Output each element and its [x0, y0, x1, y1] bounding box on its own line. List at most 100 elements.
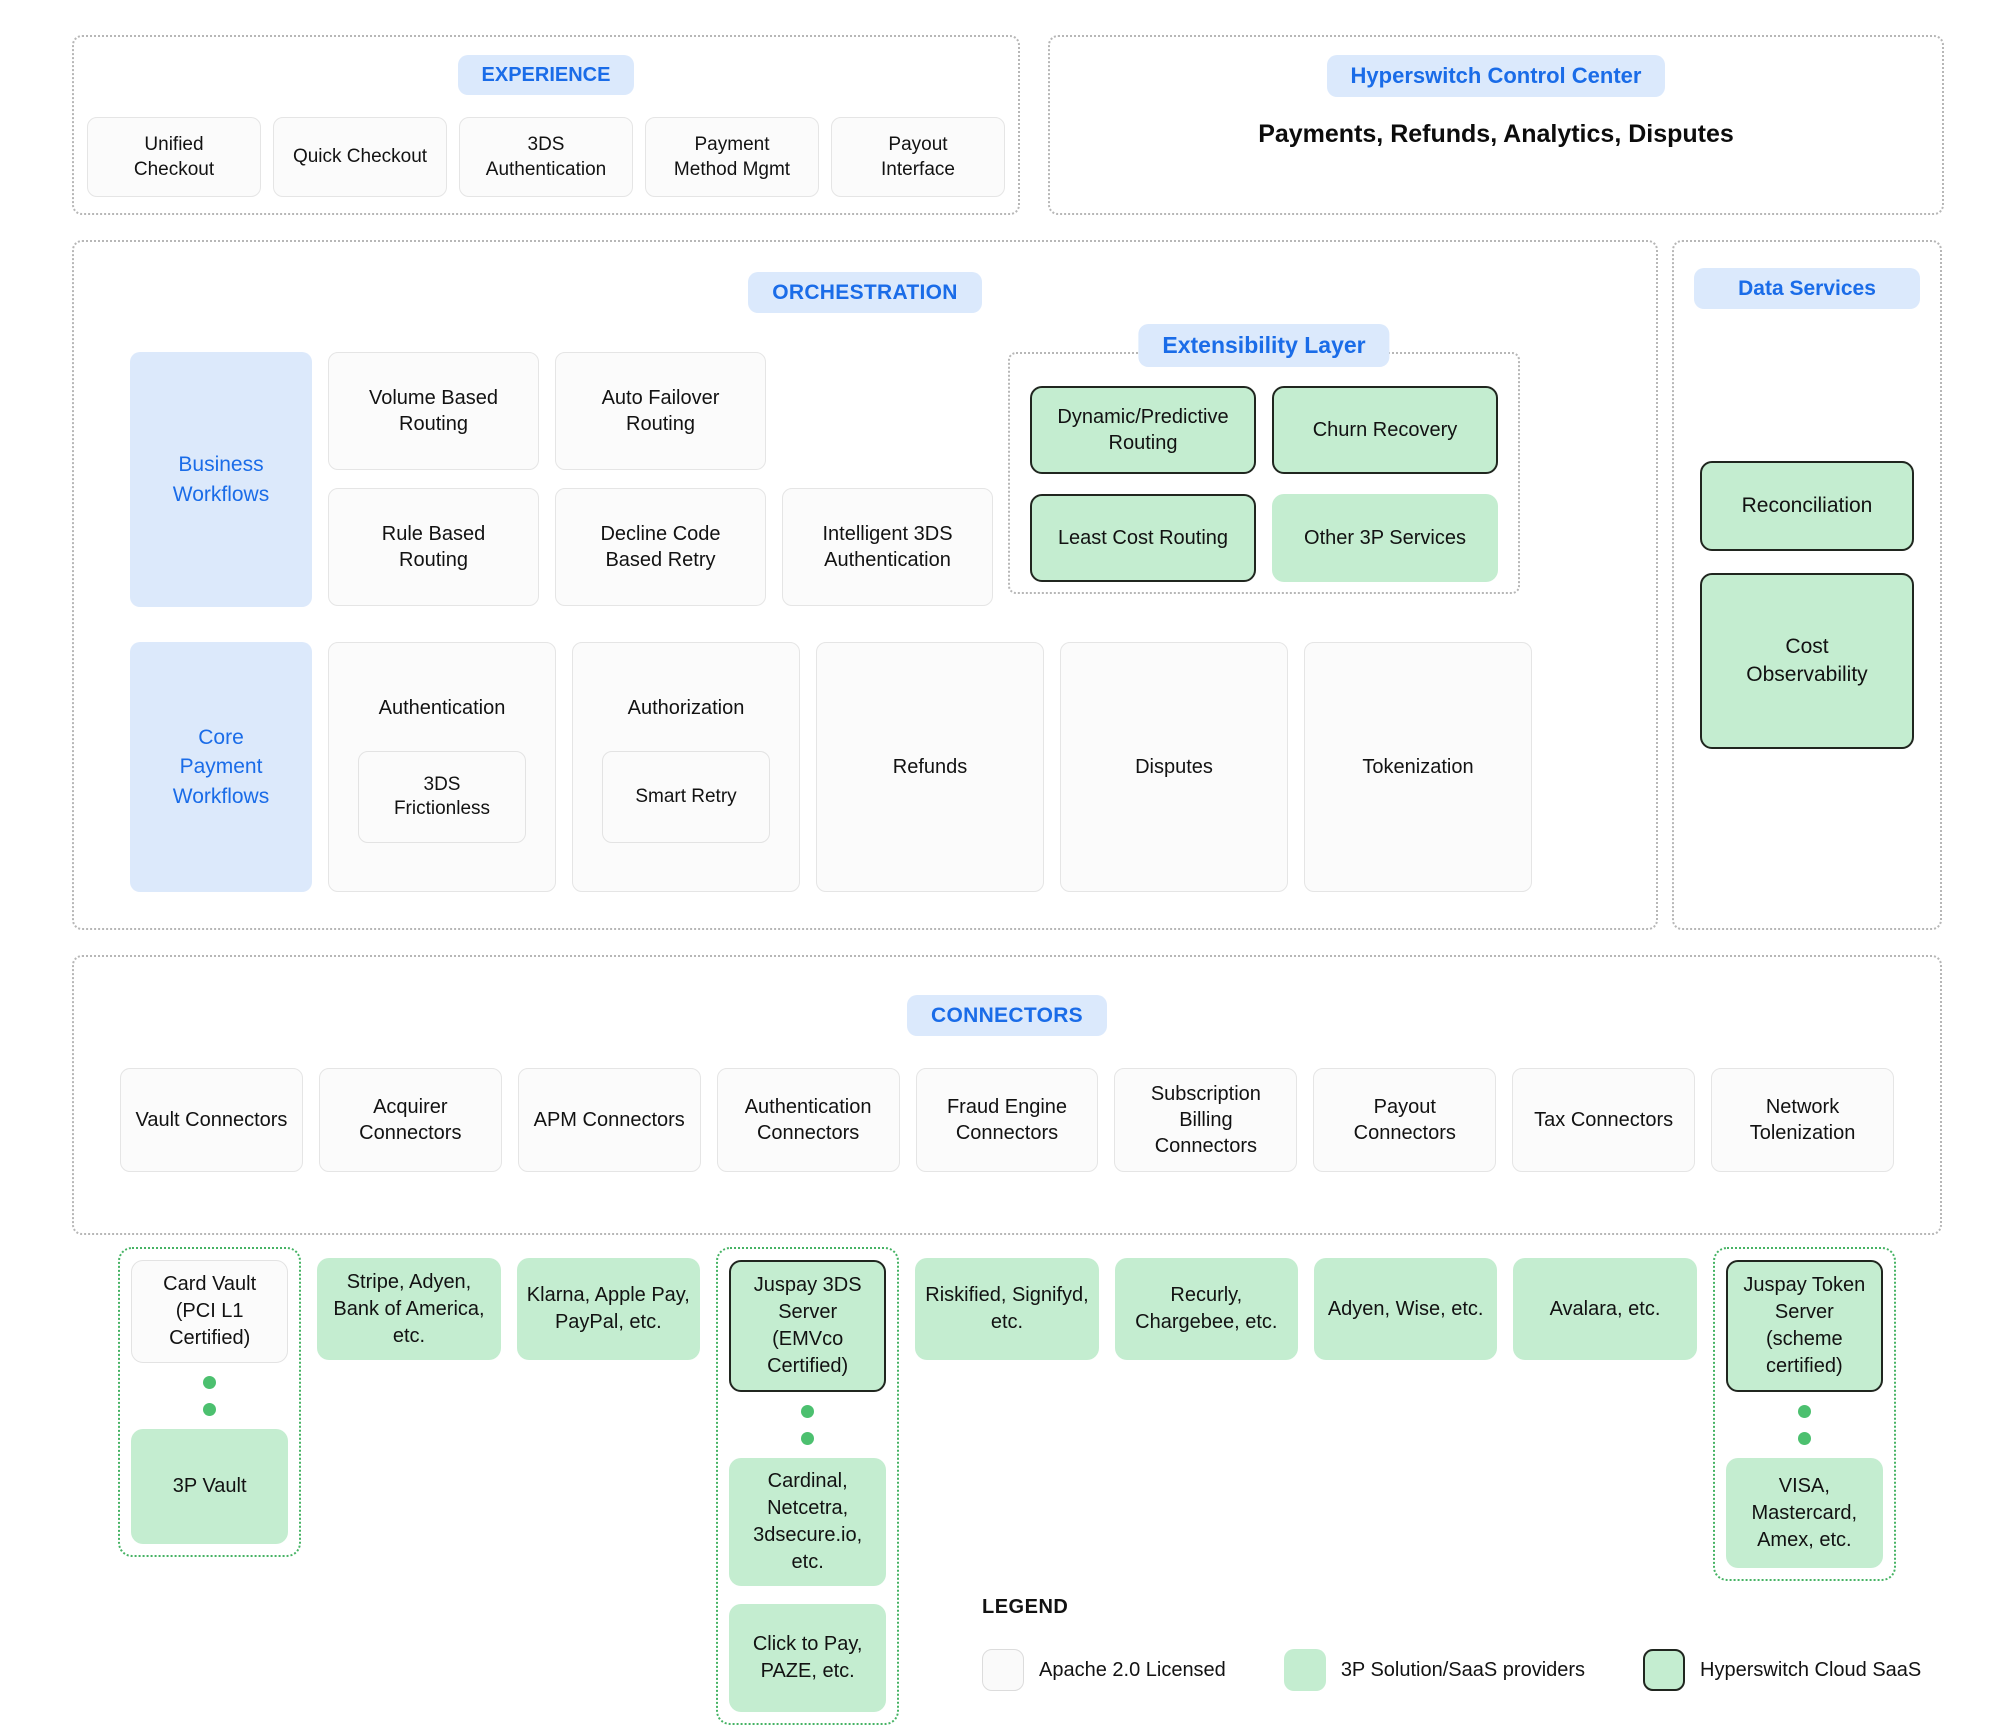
connector-dot: [203, 1376, 217, 1389]
authentication-label: Authentication: [378, 697, 506, 719]
connector-dot: [801, 1405, 815, 1418]
card-juspay-3ds-server: Juspay 3DS Server (EMVco Certified): [728, 1260, 887, 1392]
card-vault-subtitle: (PCI L1 Certified): [169, 1300, 251, 1349]
dotted-connector: [729, 1392, 886, 1458]
card-payment-method-mgmt: Payment Method Mgmt: [645, 117, 819, 197]
card-least-cost-routing: Least Cost Routing: [1030, 494, 1256, 582]
card-decline-code-based-retry: Decline Code Based Retry: [555, 488, 766, 606]
juspay-token-title: Juspay Token Server: [1743, 1274, 1866, 1323]
card-intelligent-3ds-authentication: Intelligent 3DS Authentication: [782, 488, 993, 606]
card-authentication-connectors: Authentication Connectors: [716, 1068, 900, 1173]
business-workflows-row: Business Workflows Volume Based Routing …: [130, 324, 1520, 607]
juspay-3ds-title: Juspay 3DS Server: [753, 1274, 862, 1323]
providers-row: Card Vault (PCI L1 Certified) 3P Vault S…: [72, 1247, 1942, 1725]
juspay-3ds-subtitle: (EMVco Certified): [767, 1328, 849, 1377]
extensibility-layer: Extensibility Layer Dynamic/Predictive R…: [1008, 324, 1520, 594]
card-3ds-authentication: 3DS Authentication: [459, 117, 633, 197]
connector-dot: [801, 1432, 815, 1445]
card-apm-connectors: APM Connectors: [517, 1068, 701, 1173]
experience-cards: Unified Checkout Quick Checkout 3DS Auth…: [74, 117, 1018, 197]
core-payment-workflows-row: Core Payment Workflows Authentication 3D…: [130, 642, 1532, 892]
experience-section-label: EXPERIENCE: [457, 55, 635, 95]
card-subscription-billing-connectors: Subscription Billing Connectors: [1114, 1068, 1298, 1173]
card-payout-connectors: Payout Connectors: [1313, 1068, 1497, 1173]
card-rule-based-routing: Rule Based Routing: [328, 488, 539, 606]
billing-provider-col: Recurly, Chargebee, etc.: [1114, 1247, 1298, 1360]
card-vault-connectors: Vault Connectors: [120, 1068, 303, 1173]
card-smart-retry: Smart Retry: [602, 751, 770, 844]
card-network-tolenization: Network Tolenization: [1711, 1068, 1894, 1173]
vault-provider-group: Card Vault (PCI L1 Certified) 3P Vault: [118, 1247, 302, 1557]
control-center-section: Hyperswitch Control Center Payments, Ref…: [1048, 35, 1944, 215]
card-apm-providers: Klarna, Apple Pay, PayPal, etc.: [516, 1258, 700, 1360]
legend-title: LEGEND: [982, 1596, 1069, 1618]
control-center-label: Hyperswitch Control Center: [1326, 55, 1666, 98]
business-workflows-panel: Business Workflows: [130, 352, 312, 607]
card-authorization: Authorization Smart Retry: [572, 642, 800, 892]
connectors-section: CONNECTORS Vault Connectors Acquirer Con…: [72, 955, 1942, 1235]
card-acquirer-connectors: Acquirer Connectors: [318, 1068, 502, 1173]
legend-item-3p: 3P Solution/SaaS providers: [1283, 1649, 1586, 1691]
3ds-provider-group: Juspay 3DS Server (EMVco Certified) Card…: [715, 1247, 900, 1725]
apache-swatch-icon: [982, 1649, 1024, 1691]
juspay-token-subtitle: (scheme certified): [1765, 1328, 1843, 1377]
core-payment-workflows-panel: Core Payment Workflows: [130, 642, 312, 892]
acquirer-provider-col: Stripe, Adyen, Bank of America, etc.: [317, 1247, 501, 1360]
card-churn-recovery: Churn Recovery: [1272, 386, 1498, 474]
card-auto-failover-routing: Auto Failover Routing: [555, 352, 766, 470]
payout-provider-col: Adyen, Wise, etc.: [1313, 1247, 1498, 1360]
card-reconciliation: Reconciliation: [1700, 461, 1914, 552]
connector-cards: Vault Connectors Acquirer Connectors APM…: [74, 1068, 1940, 1173]
legend-row: Apache 2.0 Licensed 3P Solution/SaaS pro…: [982, 1649, 1921, 1691]
orchestration-section-label: ORCHESTRATION: [748, 272, 982, 314]
business-workflow-cards: Volume Based Routing Auto Failover Routi…: [328, 352, 993, 607]
card-unified-checkout: Unified Checkout: [87, 117, 261, 197]
legend-label-3p: 3P Solution/SaaS providers: [1340, 1658, 1586, 1681]
card-3ds-providers: Cardinal, Netcetra, 3dsecure.io, etc.: [728, 1458, 887, 1586]
experience-section: EXPERIENCE Unified Checkout Quick Checko…: [72, 35, 1020, 215]
card-fraud-providers: Riskified, Signifyd, etc.: [915, 1258, 1099, 1360]
card-refunds: Refunds: [816, 642, 1044, 892]
apm-provider-col: Klarna, Apple Pay, PayPal, etc.: [516, 1247, 700, 1360]
card-tax-providers: Avalara, etc.: [1513, 1258, 1697, 1360]
connector-dot: [203, 1403, 217, 1416]
extensibility-layer-label: Extensibility Layer: [1138, 324, 1390, 368]
connector-dot: [1797, 1432, 1811, 1445]
card-fraud-engine-connectors: Fraud Engine Connectors: [915, 1068, 1099, 1173]
card-card-vault: Card Vault (PCI L1 Certified): [131, 1260, 289, 1363]
token-provider-group: Juspay Token Server (scheme certified) V…: [1712, 1247, 1896, 1581]
dotted-connector: [1726, 1392, 1883, 1458]
tax-provider-col: Avalara, etc.: [1513, 1247, 1697, 1360]
card-vault-title: Card Vault: [163, 1273, 257, 1295]
fraud-provider-col: Riskified, Signifyd, etc.: [915, 1247, 1099, 1360]
legend-label-apache: Apache 2.0 Licensed: [1039, 1658, 1226, 1681]
authorization-label: Authorization: [627, 697, 745, 719]
card-juspay-token-server: Juspay Token Server (scheme certified): [1725, 1260, 1883, 1392]
data-services-label: Data Services: [1694, 268, 1920, 310]
card-cost-observability: Cost Observability: [1700, 573, 1914, 750]
3p-swatch-icon: [1283, 1649, 1326, 1691]
dotted-connector: [131, 1363, 288, 1429]
card-payout-providers: Adyen, Wise, etc.: [1313, 1258, 1498, 1360]
card-other-3p-services: Other 3P Services: [1272, 494, 1498, 582]
connector-dot: [1797, 1405, 1811, 1418]
card-card-networks: VISA, Mastercard, Amex, etc.: [1725, 1458, 1883, 1568]
legend: LEGEND Apache 2.0 Licensed 3P Solution/S…: [982, 1596, 1921, 1691]
card-authentication: Authentication 3DS Frictionless: [328, 642, 556, 892]
orchestration-section: ORCHESTRATION Business Workflows Volume …: [72, 240, 1658, 930]
legend-item-apache: Apache 2.0 Licensed: [982, 1649, 1226, 1691]
card-quick-checkout: Quick Checkout: [273, 117, 447, 197]
card-dynamic-predictive-routing: Dynamic/Predictive Routing: [1030, 386, 1256, 474]
card-acquirer-providers: Stripe, Adyen, Bank of America, etc.: [317, 1258, 501, 1360]
card-3p-vault: 3P Vault: [131, 1429, 289, 1544]
card-disputes: Disputes: [1060, 642, 1288, 892]
control-center-description: Payments, Refunds, Analytics, Disputes: [1258, 120, 1734, 149]
legend-label-cloud-saas: Hyperswitch Cloud SaaS: [1700, 1658, 1922, 1681]
card-click-to-pay: Click to Pay, PAZE, etc.: [728, 1604, 887, 1712]
cloud-saas-swatch-icon: [1643, 1649, 1686, 1691]
card-volume-based-routing: Volume Based Routing: [328, 352, 539, 470]
data-services-section: Data Services Reconciliation Cost Observ…: [1672, 240, 1942, 930]
card-tokenization: Tokenization: [1304, 642, 1532, 892]
card-3ds-frictionless: 3DS Frictionless: [358, 751, 526, 844]
